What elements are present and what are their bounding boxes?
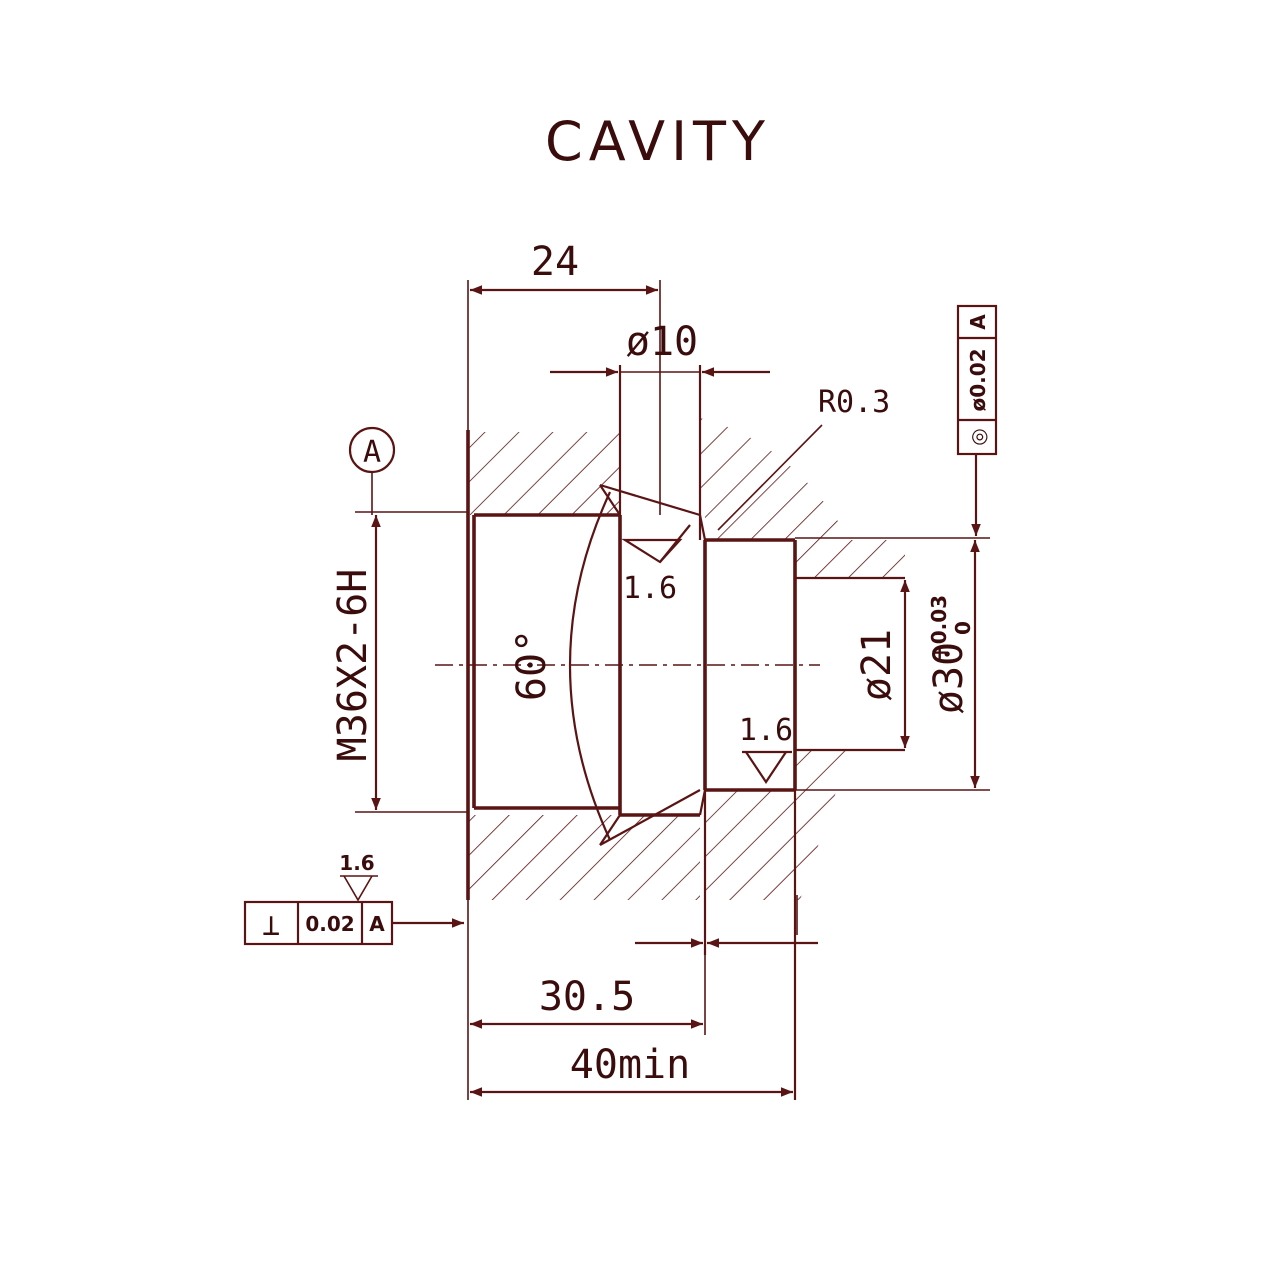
perpendicularity-value: 0.02 [305,912,354,936]
roughness-1: 1.6 [621,524,691,606]
dim-24-label: 24 [531,239,579,285]
drawing-title: CAVITY [545,110,771,173]
dim-dia10: ø10 [550,319,770,377]
section-hatch-lower [468,815,700,900]
section-hatch-lower-right [705,750,850,900]
datum-a: A [348,426,396,515]
dim-angle-label: 60° [509,629,555,701]
concentricity-symbol: ◎ [966,428,990,445]
concentricity-frame: A ø0.02 ◎ [956,304,998,536]
roughness-3: 1.6 [339,851,378,902]
perpendicularity-frame: ⊥ 0.02 A [243,900,464,946]
roughness-2-label: 1.6 [739,713,793,748]
concentricity-datum: A [966,314,990,330]
dim-dia21: ø21 [854,580,910,748]
perpendicularity-symbol: ⊥ [262,908,280,943]
dim-dia10-label: ø10 [626,319,698,365]
dim-dia30-label: ø30 [926,642,972,714]
dim-30-5-label: 30.5 [539,974,635,1020]
perpendicularity-datum: A [369,912,385,936]
dim-r03-label: R0.3 [818,385,890,420]
dim-24: 24 [467,239,661,515]
dim-30-5: 30.5 [467,900,706,1100]
roughness-3-label: 1.6 [339,851,374,875]
section-hatch-upper-right [700,418,905,578]
dim-dia21-label: ø21 [854,629,900,701]
dim-dia30-tol-lower: 0 [951,621,975,635]
section-hatch-upper [468,432,620,515]
dim-40min-label: 40min [570,1042,690,1088]
dim-thread: M36X2-6H [330,511,468,813]
dim-40min: 40min [470,1042,793,1097]
dim-thread-label: M36X2-6H [330,569,376,762]
datum-a-label: A [363,435,381,470]
dim-dia30: ø30 +0.03 0 [795,537,990,791]
roughness-1-label: 1.6 [623,571,677,606]
dim-small-right [635,895,818,948]
roughness-2: 1.6 [739,713,793,784]
dim-dia30-tol-upper: +0.03 [927,595,951,661]
concentricity-value: ø0.02 [966,348,990,411]
